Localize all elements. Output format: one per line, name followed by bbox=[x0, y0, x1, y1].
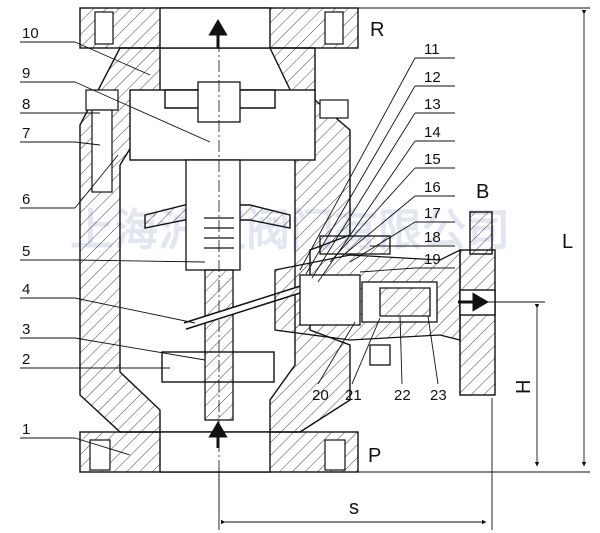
part-number-7: 7 bbox=[22, 125, 30, 142]
part-number-6: 6 bbox=[22, 191, 30, 208]
part-number-20: 20 bbox=[312, 387, 329, 404]
part-number-15: 15 bbox=[424, 151, 441, 168]
part-number-14: 14 bbox=[424, 124, 441, 141]
part-number-23: 23 bbox=[430, 387, 447, 404]
dimension-labels: L H s bbox=[349, 231, 573, 519]
dimension-lines bbox=[218, 7, 590, 530]
part-number-19: 19 bbox=[424, 251, 441, 268]
valve-stem bbox=[185, 40, 241, 510]
bottom-part-numbers: 20 21 22 23 bbox=[312, 387, 447, 404]
flange-bolt bbox=[85, 11, 349, 471]
part-number-4: 4 bbox=[22, 281, 30, 298]
part-number-8: 8 bbox=[22, 96, 30, 113]
right-part-numbers: 11 12 13 14 15 16 17 18 19 bbox=[424, 41, 441, 268]
leader-lines bbox=[20, 41, 455, 456]
dimension-label-l: L bbox=[562, 231, 573, 253]
left-part-numbers: 10 9 8 7 6 5 4 3 2 1 bbox=[22, 25, 39, 438]
dimension-label-s: s bbox=[349, 497, 359, 519]
side-flange-b bbox=[459, 211, 496, 396]
part-number-18: 18 bbox=[424, 229, 441, 246]
port-label-b: B bbox=[476, 181, 489, 203]
port-label-r: R bbox=[370, 19, 384, 41]
port-label-p: P bbox=[368, 445, 381, 467]
part-number-11: 11 bbox=[424, 41, 440, 58]
part-number-10: 10 bbox=[22, 25, 39, 42]
part-number-16: 16 bbox=[424, 179, 441, 196]
part-number-3: 3 bbox=[22, 321, 30, 338]
part-number-22: 22 bbox=[394, 387, 411, 404]
company-watermark: 上海沪汉阀门有限公司 bbox=[70, 205, 510, 256]
part-number-21: 21 bbox=[345, 387, 362, 404]
flow-arrows bbox=[208, 19, 489, 448]
port-labels: R P B bbox=[368, 19, 489, 467]
dimension-label-h: H bbox=[513, 380, 535, 394]
part-number-17: 17 bbox=[424, 205, 441, 222]
part-number-9: 9 bbox=[22, 65, 30, 82]
part-number-13: 13 bbox=[424, 96, 441, 113]
part-number-1: 1 bbox=[22, 421, 30, 438]
part-number-2: 2 bbox=[22, 351, 30, 368]
part-number-12: 12 bbox=[424, 69, 441, 86]
part-number-5: 5 bbox=[22, 243, 30, 260]
